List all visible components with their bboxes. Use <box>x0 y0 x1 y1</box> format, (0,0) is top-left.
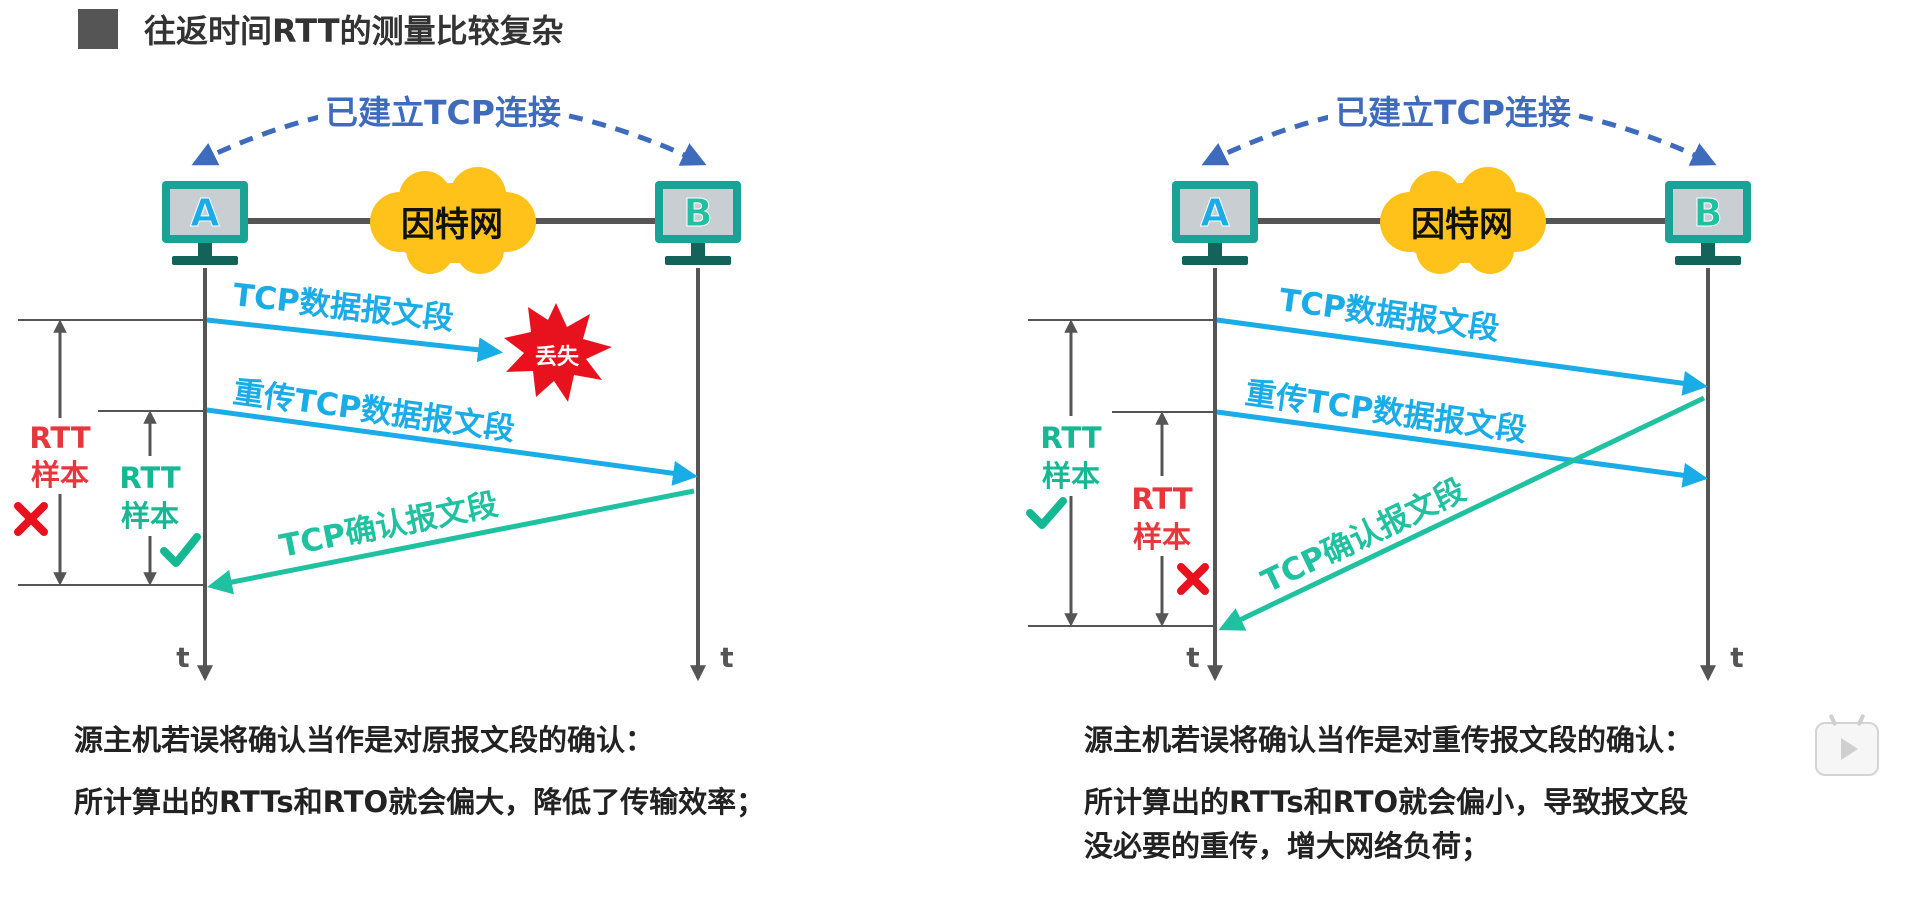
left-diagram: 已建立TCP连接 A B 因特网 <box>14 90 741 682</box>
right-time-label-a: t <box>1186 641 1199 674</box>
right-rtt-right-line2: 样本 <box>1042 459 1100 493</box>
left-retransmit-arrow <box>206 407 698 486</box>
right-host-b-computer-icon: B <box>1665 181 1751 265</box>
right-host-b-label: B <box>1694 191 1723 235</box>
play-button[interactable] <box>1815 713 1879 776</box>
left-internet-cloud-icon: 因特网 <box>370 167 536 274</box>
right-cross-icon <box>1177 563 1209 595</box>
right-check-icon <box>1026 497 1067 529</box>
right-host-a-computer-icon: A <box>1172 181 1258 265</box>
right-time-label-b: t <box>1730 641 1743 674</box>
left-host-a-label: A <box>190 191 220 235</box>
right-rtt-right-line1: RTT <box>1040 421 1101 455</box>
left-rtt-wrong-line2: 样本 <box>31 458 89 492</box>
right-diagram: 已建立TCP连接 A B 因特网 t t <box>1026 90 1751 682</box>
title-square-icon <box>78 9 118 49</box>
right-connection-arc <box>1201 99 1717 166</box>
left-rtt-right-line1: RTT <box>119 461 180 495</box>
left-rtt-right-line2: 样本 <box>121 499 179 533</box>
right-note-line2: 所计算出的RTTs和RTO就会偏小，导致报文段 <box>1084 785 1689 819</box>
right-rtt-wrong-line1: RTT <box>1131 482 1192 516</box>
left-cross-icon <box>14 502 48 536</box>
play-icon <box>1840 738 1858 760</box>
right-host-a-label: A <box>1200 191 1230 235</box>
right-ack-label: TCP确认报文段 <box>1256 472 1471 600</box>
left-note-line1: 源主机若误将确认当作是对原报文段的确认： <box>74 723 655 757</box>
right-note-line1: 源主机若误将确认当作是对重传报文段的确认： <box>1084 723 1694 757</box>
title-bar: 往返时间RTT的测量比较复杂 <box>78 6 564 52</box>
right-rtt-wrong-line2: 样本 <box>1133 520 1191 554</box>
left-host-b-label: B <box>684 191 713 235</box>
right-data-segment-arrow <box>1216 317 1708 396</box>
left-connection-label: 已建立TCP连接 <box>325 93 561 132</box>
left-check-icon <box>160 533 201 567</box>
page-title: 往返时间RTT的测量比较复杂 <box>144 12 564 50</box>
left-host-b-computer-icon: B <box>655 181 741 265</box>
left-ack-arrow <box>207 488 695 595</box>
right-data-segment-label: TCP数据报文段 <box>1277 282 1501 347</box>
right-network-label: 因特网 <box>1411 205 1513 245</box>
right-retransmit-arrow <box>1216 409 1708 488</box>
left-connection-arc <box>191 99 707 166</box>
left-network-label: 因特网 <box>401 205 503 245</box>
left-note: 源主机若误将确认当作是对原报文段的确认： 所计算出的RTTs和RTO就会偏大，降… <box>74 718 765 824</box>
left-lost-burst-icon: 丢失 <box>504 303 612 402</box>
right-ack-arrow <box>1218 395 1706 631</box>
left-rtt-wrong-line1: RTT <box>29 421 90 455</box>
right-internet-cloud-icon: 因特网 <box>1380 167 1546 274</box>
left-time-label-a: t <box>176 641 189 674</box>
right-note-line3: 没必要的重传，增大网络负荷； <box>1084 829 1491 863</box>
left-data-segment-arrow <box>206 317 503 363</box>
right-note: 源主机若误将确认当作是对重传报文段的确认： 所计算出的RTTs和RTO就会偏小，… <box>1084 718 1693 868</box>
right-retransmit-label: 重传TCP数据报文段 <box>1243 375 1529 449</box>
left-time-label-b: t <box>720 641 733 674</box>
left-retransmit-label: 重传TCP数据报文段 <box>231 374 517 448</box>
left-lost-label: 丢失 <box>535 345 580 370</box>
left-note-line2: 所计算出的RTTs和RTO就会偏大，降低了传输效率； <box>74 785 766 819</box>
right-connection-label: 已建立TCP连接 <box>1335 93 1571 132</box>
left-host-a-computer-icon: A <box>162 181 248 265</box>
